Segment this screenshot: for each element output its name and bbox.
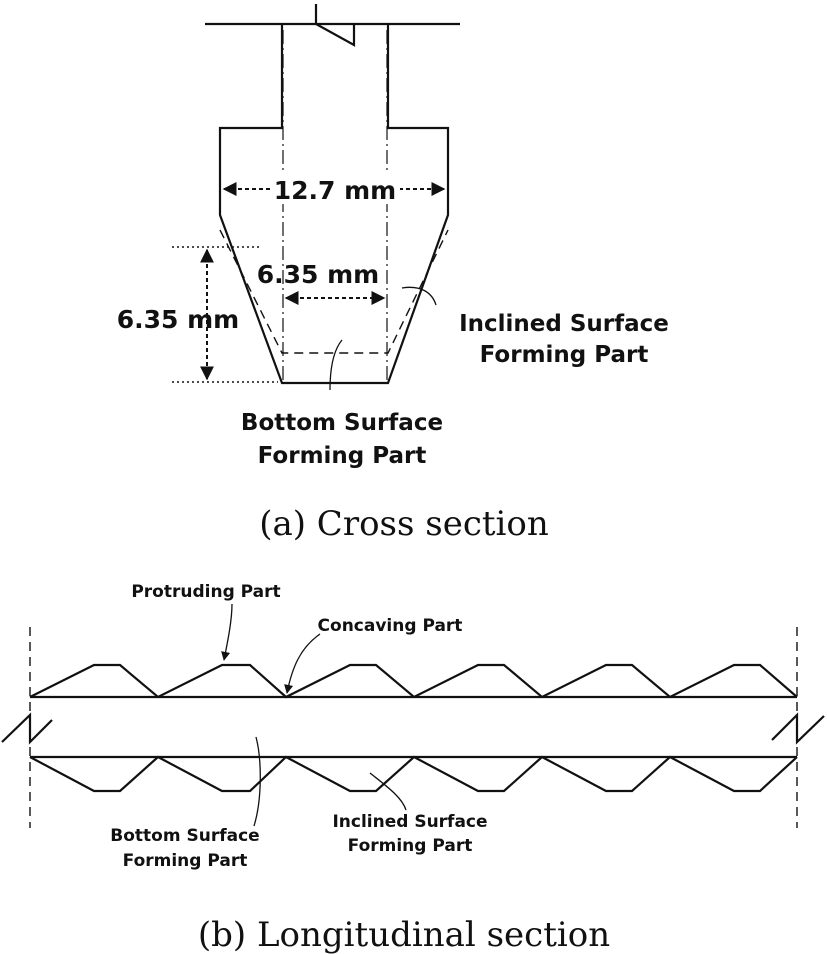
dim-width-top: 12.7 mm <box>274 176 397 205</box>
label-inclined-line1: Inclined Surface <box>459 311 669 337</box>
bit-outline <box>218 24 450 385</box>
leader-inclined-surface <box>369 772 407 811</box>
label-b-bottom-line1: Bottom Surface <box>110 826 259 846</box>
break-symbol <box>314 4 356 47</box>
arrow-protruding <box>221 603 233 661</box>
leader-inclined <box>401 286 437 306</box>
arrow-concaving <box>284 633 321 694</box>
label-b-inclined-line1: Inclined Surface <box>332 812 487 832</box>
dim-height: 6.35 mm <box>117 305 240 334</box>
caption-a: (a) Cross section <box>259 504 549 544</box>
label-protruding: Protruding Part <box>131 582 280 602</box>
dim-width-bottom: 6.35 mm <box>257 260 380 289</box>
label-b-bottom-line2: Forming Part <box>123 851 248 871</box>
inner-profile-dashed <box>219 229 449 354</box>
longitudinal-section: Protruding Part Concaving Part Bottom Su… <box>1 582 825 954</box>
leader-bottom-surface <box>253 736 261 827</box>
break-left <box>1 712 53 745</box>
label-concaving: Concaving Part <box>318 616 463 636</box>
top-teeth <box>29 663 798 699</box>
label-inclined-line2: Forming Part <box>480 342 649 368</box>
break-right <box>771 712 825 745</box>
label-b-inclined-line2: Forming Part <box>348 836 473 856</box>
leader-bottom <box>329 339 343 391</box>
cross-section: 12.7 mm 6.35 mm 6.35 mm Inclined Surface… <box>117 4 669 544</box>
caption-b: (b) Longitudinal section <box>198 915 610 954</box>
bottom-teeth <box>29 755 798 793</box>
label-bottom-line1: Bottom Surface <box>241 410 443 436</box>
label-bottom-line2: Forming Part <box>258 443 427 469</box>
